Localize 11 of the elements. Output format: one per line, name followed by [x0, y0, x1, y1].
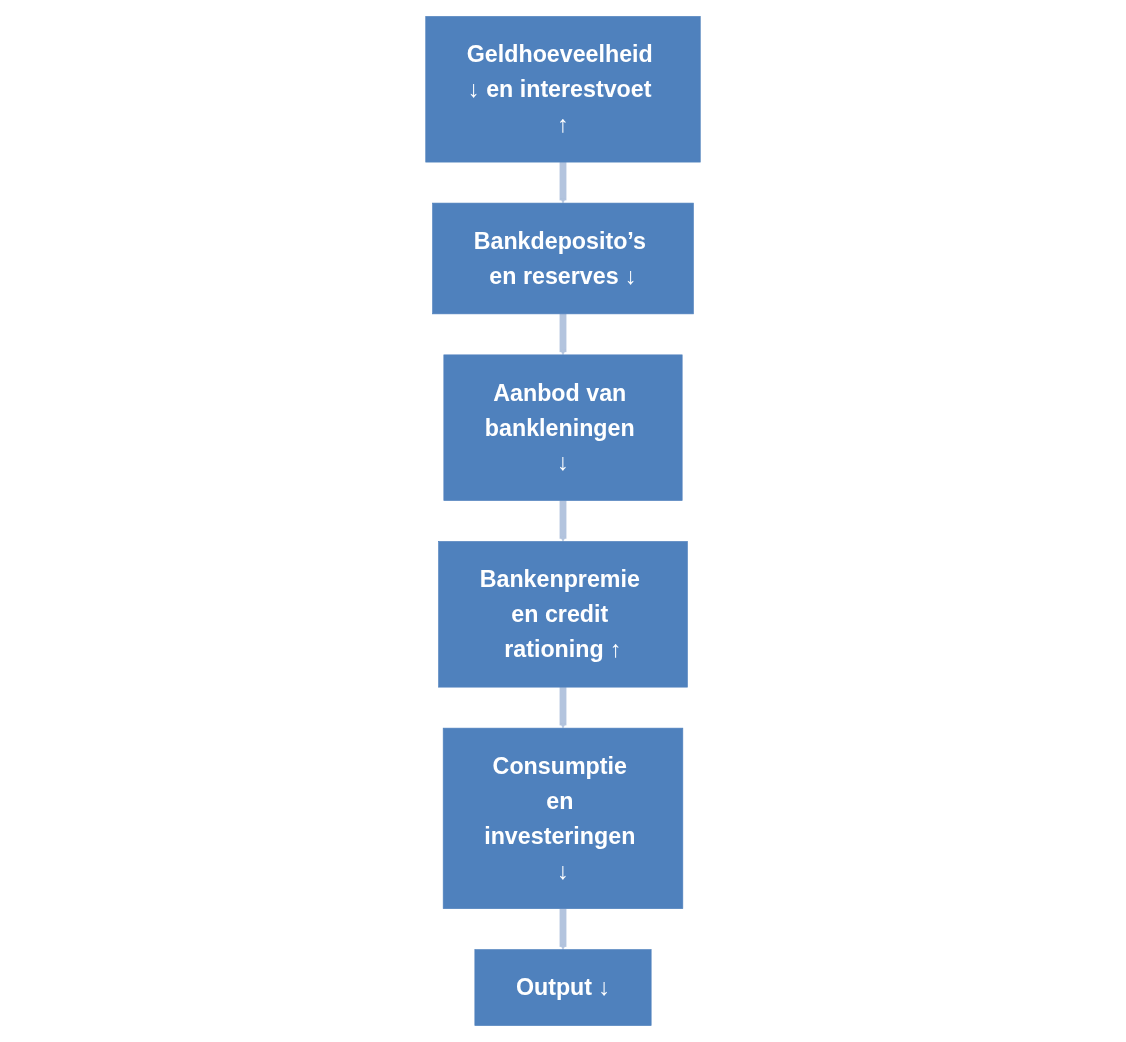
arrow: [559, 687, 567, 729]
node-box: Consumptie en investeringen ↓: [442, 727, 684, 909]
node-box: Geldhoeveelheid ↓ en interestvoet ↑: [425, 16, 701, 163]
node-box: Output ↓: [474, 949, 652, 1026]
arrow: [559, 313, 567, 356]
node-box: Bankdeposito’s en reserves ↓: [432, 202, 694, 315]
node-box: Aanbod van bankleningen ↓: [443, 354, 683, 501]
arrow: [559, 908, 567, 950]
node-box: Bankenpremie en credit rationing ↑: [438, 541, 688, 688]
arrow: [559, 162, 567, 204]
arrow: [559, 500, 567, 542]
